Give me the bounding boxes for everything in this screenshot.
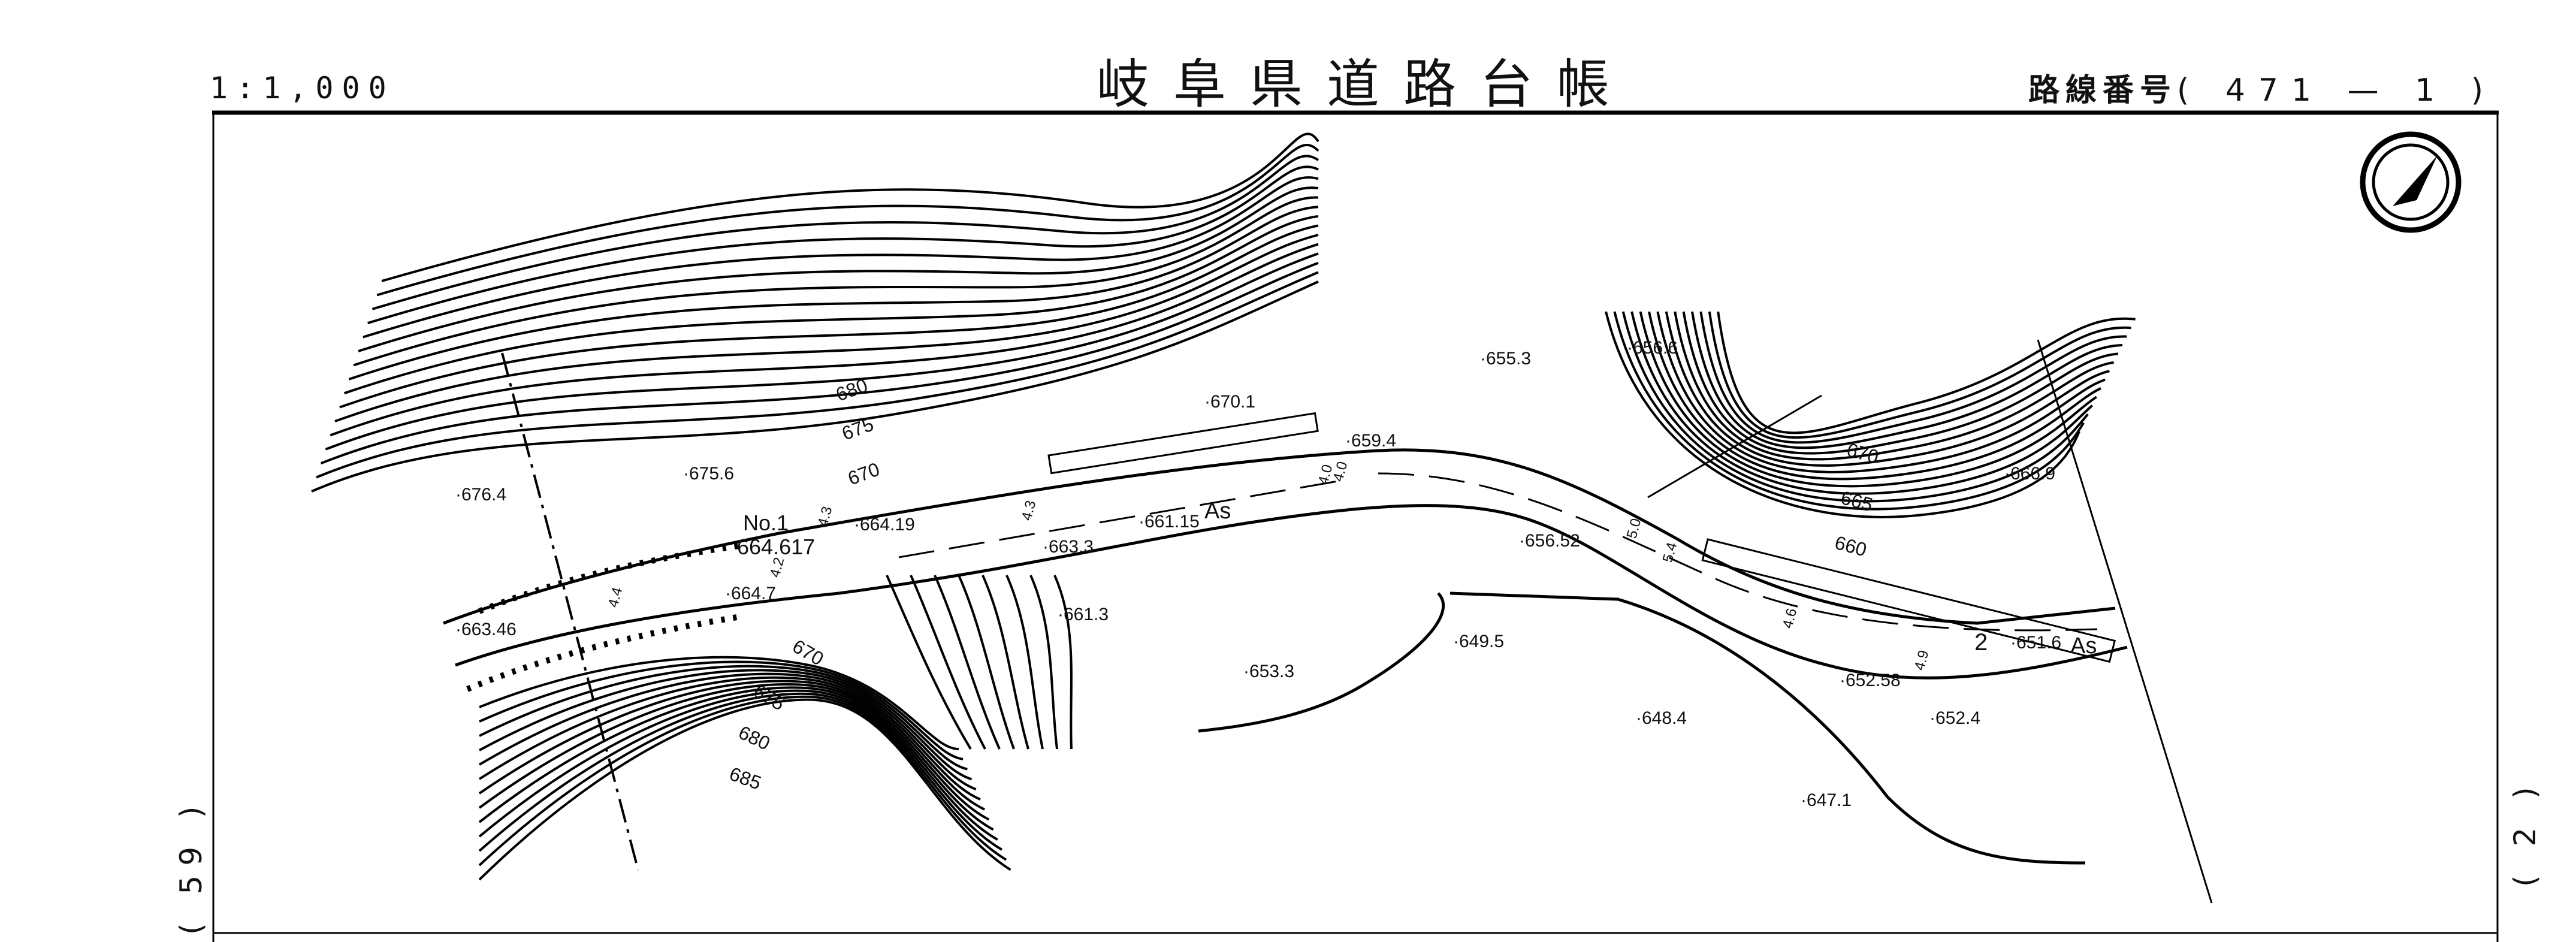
- station-no1-elevation: 664.617: [737, 535, 815, 559]
- road-width-label: 4.3: [1019, 499, 1040, 522]
- road-width-label: 4.6: [1780, 606, 1801, 630]
- surface-label: As: [2070, 633, 2097, 659]
- route-label: 路線番号: [2028, 73, 2178, 108]
- sheet-boundary-line: [2037, 339, 2213, 904]
- spot-height: ·663.46: [455, 620, 517, 639]
- spot-height: ·666.9: [2004, 464, 2055, 484]
- station-no2-label: 2: [1974, 629, 1988, 656]
- spot-height: ·661.15: [1138, 512, 1200, 532]
- route-number: 路線番号( 471 — 1 ): [2028, 65, 2496, 110]
- spot-height: ·670.1: [1204, 392, 1255, 412]
- spot-height: ·655.3: [1480, 349, 1531, 369]
- contour-label: 685: [727, 763, 764, 794]
- contour-lines: [311, 132, 2136, 881]
- spot-height: ·675.6: [683, 464, 734, 484]
- spot-height: ·663.3: [1043, 537, 1094, 557]
- spot-height: ·664.19: [854, 515, 915, 535]
- contour-label: 660: [1832, 532, 1869, 561]
- section-line-no1: [501, 352, 639, 871]
- page-title: 岐阜県道路台帳: [1097, 53, 1634, 115]
- spot-height: ·649.5: [1453, 632, 1504, 651]
- spot-height: ·652.4: [1929, 708, 1980, 728]
- contour-label: 680: [735, 721, 774, 754]
- road: [443, 412, 2128, 865]
- section-line-no2: [1647, 394, 1822, 499]
- road-width-label: 4.2: [767, 555, 788, 579]
- north-arrow-icon: [2360, 131, 2462, 233]
- spot-height: ·652.58: [1840, 671, 1901, 690]
- contour-label: 665: [1838, 487, 1875, 516]
- route-value: ( 471 — 1 ): [2177, 73, 2497, 108]
- spot-height: ·653.3: [1243, 662, 1294, 681]
- spot-height: ·647.1: [1801, 790, 1852, 810]
- road-width-label: 4.9: [1911, 648, 1932, 672]
- spot-height: ·676.4: [455, 485, 506, 505]
- spot-height: ·664.7: [725, 584, 776, 603]
- spot-height: ·656.52: [1519, 531, 1580, 551]
- contour-label: 670: [845, 458, 882, 489]
- spot-height: ·648.4: [1636, 708, 1687, 728]
- road-width-label: 4.4: [605, 585, 626, 609]
- spot-height: ·656.6: [1627, 338, 1678, 358]
- station-no1-label: No.1: [743, 511, 789, 535]
- surface-label: As: [1204, 499, 1231, 524]
- road-width-label: 4.0: [1330, 460, 1351, 483]
- road-width-label: 5.0: [1624, 517, 1645, 540]
- spot-height: ·661.3: [1058, 605, 1109, 624]
- spot-height: ·659.4: [1345, 431, 1396, 451]
- spot-height: ·651.6: [2010, 633, 2061, 653]
- map-scale: 1:1,000: [210, 71, 395, 105]
